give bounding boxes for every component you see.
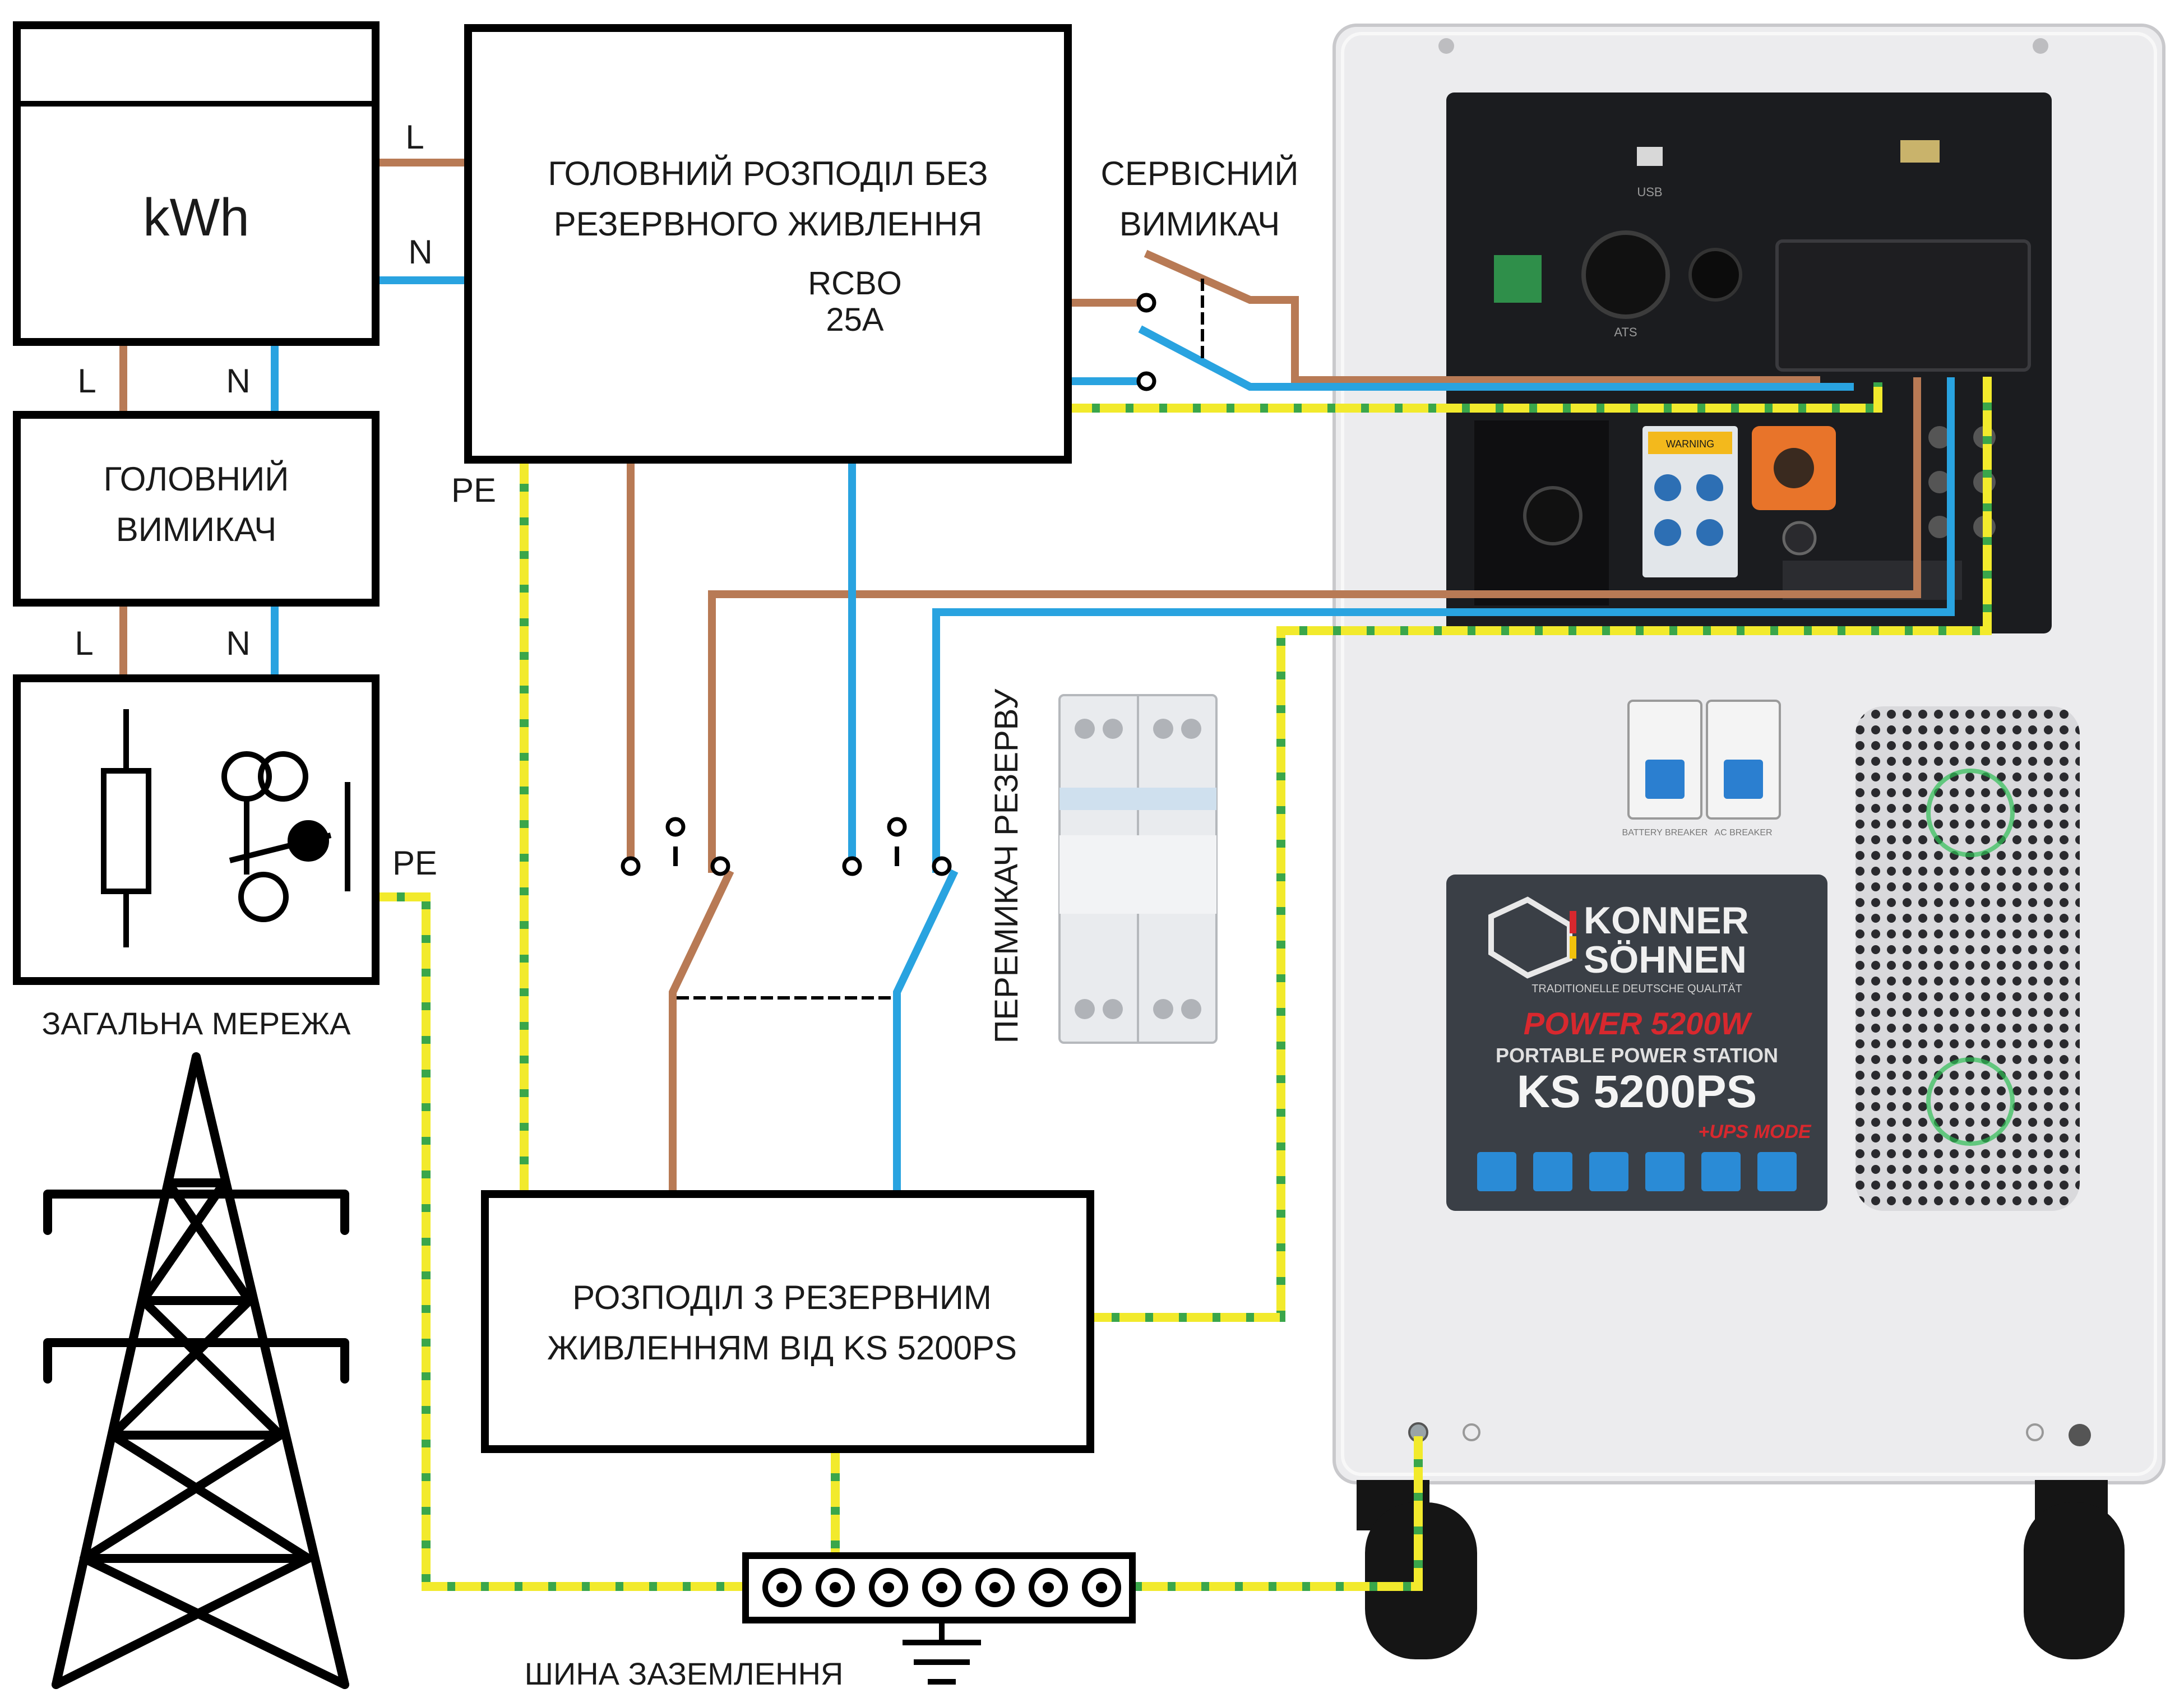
labels: L N L N L N PE PE СЕРВІСНИЙ ВИМИКАЧ ЗАГА… xyxy=(42,118,1299,1691)
transfer-switch-label: ПЕРЕМИКАЧ РЕЗЕРВУ xyxy=(988,688,1025,1044)
neutral-wire xyxy=(932,377,1955,873)
station-subtitle: PORTABLE POWER STATION xyxy=(1496,1044,1778,1067)
pe-wire xyxy=(1066,382,1882,413)
fuse-icon xyxy=(101,709,151,947)
ats-connector[interactable] xyxy=(1581,230,1670,319)
pe-wire xyxy=(1089,377,1992,1322)
main-breaker: ГОЛОВНИЙ ВИМИКАЧ xyxy=(13,411,380,607)
model-name: KS 5200PS xyxy=(1517,1066,1757,1117)
power-station: USB ATS WARNING BATTERY BREAKER AC BREAK… xyxy=(1332,24,2166,1659)
meter-label: kWh xyxy=(143,188,249,247)
vent-grille xyxy=(1856,706,2080,1211)
ats-label: ATS xyxy=(1614,325,1637,339)
feature-icons xyxy=(1477,1152,1797,1191)
meter-down-neutral-label: N xyxy=(226,362,250,400)
ac-socket[interactable] xyxy=(1523,486,1583,545)
meter-down-live-label: L xyxy=(77,362,96,400)
service-switch-line2: ВИМИКАЧ xyxy=(1119,205,1280,243)
battery-breaker-label: BATTERY BREAKER xyxy=(1622,828,1708,838)
fan-icon xyxy=(1926,1057,2015,1146)
breaker-down-live-label: L xyxy=(75,624,93,662)
grid-label: ЗАГАЛЬНА МЕРЕЖА xyxy=(42,1006,351,1041)
ups-mode: +UPS MODE xyxy=(1698,1121,1812,1142)
transfer-neutral-blade xyxy=(893,869,959,1198)
cover-box xyxy=(1775,239,2031,372)
main-panel-line1: ГОЛОВНИЙ РОЗПОДІЛ БЕЗ xyxy=(548,155,988,192)
service-switch-neutral-blade xyxy=(1138,325,1854,391)
plus-button[interactable] xyxy=(1782,521,1817,556)
service-switch-line1: СЕРВІСНИЙ xyxy=(1101,155,1299,192)
breaker-down-neutral-label: N xyxy=(226,624,250,662)
backup-panel-line2: ЖИВЛЕННЯМ ВІД KS 5200PS xyxy=(547,1329,1017,1367)
fan-icon xyxy=(1926,769,2015,857)
rcbo-label: RCBO xyxy=(808,265,902,302)
warning-text: WARNING xyxy=(1666,438,1714,450)
live-wire xyxy=(708,377,1921,873)
green-terminal[interactable] xyxy=(1494,255,1542,303)
transfer-switch-photo xyxy=(1058,694,1218,1044)
pe-wire xyxy=(371,892,750,1591)
pe-grid-label: PE xyxy=(392,844,437,882)
main-distribution-panel: ГОЛОВНИЙ РОЗПОДІЛ БЕЗ РЕЗЕРВНОГО ЖИВЛЕНН… xyxy=(464,24,1072,464)
backup-panel-line1: РОЗПОДІЛ З РЕЗЕРВНИМ xyxy=(572,1279,992,1316)
main-breaker-line2: ВИМИКАЧ xyxy=(116,511,277,548)
power-rating: POWER 5200W xyxy=(1524,1006,1753,1041)
brand-logo-icon xyxy=(1488,896,1576,979)
switch-terminals xyxy=(621,293,1156,876)
usb-label: USB xyxy=(1637,185,1662,199)
main-breaker-line1: ГОЛОВНИЙ xyxy=(104,460,289,498)
wires xyxy=(119,159,1992,1591)
wheel-right xyxy=(2024,1502,2125,1659)
transformer-icon xyxy=(221,751,350,922)
backup-distribution-panel: РОЗПОДІЛ З РЕЗЕРВНИМ ЖИВЛЕННЯМ ВІД KS 52… xyxy=(481,1190,1094,1453)
pe-wire xyxy=(1108,1436,1423,1591)
earth-ground-icon xyxy=(903,1620,981,1685)
rcbo-rating: 25A xyxy=(826,302,884,338)
brand-name-1: KONNER xyxy=(1584,899,1749,942)
tagline: TRADITIONELLE DEUTSCHE QUALITÄT xyxy=(1531,983,1742,995)
energy-meter: kWh xyxy=(13,21,380,346)
pe-main-label: PE xyxy=(451,471,496,509)
grid-supply-box xyxy=(13,674,380,985)
ground-bus-label: ШИНА ЗАЗЕМЛЕННЯ xyxy=(525,1656,844,1691)
meter-neutral-label: N xyxy=(408,233,432,271)
brand-name-2: SÖHNEN xyxy=(1584,938,1747,981)
ac-breaker-label: AC BREAKER xyxy=(1714,828,1772,838)
transmission-tower-icon xyxy=(43,1052,349,1689)
nameplate xyxy=(1446,875,1827,1211)
transfer-live-blade xyxy=(669,869,734,1198)
service-switch-live-blade xyxy=(1144,249,1820,384)
ground-bus xyxy=(742,1552,1136,1685)
meter-live-label: L xyxy=(405,118,424,156)
main-panel-line2: РЕЗЕРВНОГО ЖИВЛЕННЯ xyxy=(554,205,983,243)
